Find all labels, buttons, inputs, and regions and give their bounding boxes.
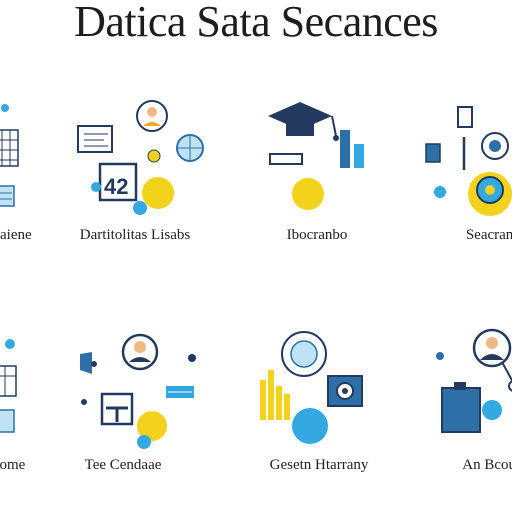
tile-illustration	[268, 102, 364, 210]
caption-t2: Dartitolitas Lisabs	[79, 227, 191, 243]
graduation-cap-icon	[268, 102, 332, 130]
bar	[268, 370, 274, 420]
dashboard-panel	[98, 162, 138, 202]
screen-icon	[0, 185, 15, 207]
bar	[260, 380, 266, 420]
tile-dome: Dome	[0, 230, 102, 473]
caption-t6: Tee Cendaae	[84, 457, 162, 473]
caption-t3: Ibocranbo	[286, 227, 348, 243]
bar	[354, 144, 364, 168]
yellow-dot	[137, 411, 167, 441]
tile-illustration: 42	[77, 100, 204, 215]
blue-dot	[133, 201, 147, 215]
node-dot	[147, 149, 161, 163]
node-dot	[91, 182, 101, 192]
blue-dot	[434, 186, 446, 198]
tile-illustration	[80, 333, 196, 449]
tile-system-history: Gesetn Htarrany	[252, 230, 368, 473]
bar	[284, 394, 290, 420]
bar	[276, 386, 282, 420]
tile-illustration	[0, 339, 17, 433]
node-dot	[188, 354, 196, 362]
tile-data-analysis: Dataiene	[0, 0, 102, 243]
caption-t4: Seacrania	[465, 227, 512, 243]
tile-team-center: Tee Cendaae	[70, 230, 196, 473]
chart-frame	[0, 365, 17, 397]
caption-t1: Dataiene	[0, 227, 32, 243]
node-square	[425, 143, 441, 163]
tile-education: Ibocranbo	[262, 0, 374, 243]
tile-about-source: An Bcoure	[424, 230, 512, 473]
node-dot	[1, 104, 9, 112]
caption-t7: Gesetn Htarrany	[269, 457, 369, 473]
chart-grid	[0, 129, 19, 167]
small-label	[269, 153, 303, 165]
tile-illustration	[425, 106, 512, 216]
yellow-dot	[292, 178, 324, 210]
blue-dot	[137, 435, 151, 449]
bar	[340, 130, 350, 168]
node-dot	[91, 361, 97, 367]
tile-illustration	[0, 104, 19, 207]
node-square	[457, 106, 473, 128]
shield-icon	[80, 352, 92, 374]
window-icon	[77, 125, 113, 153]
blue-dot	[482, 400, 502, 420]
tile-data-science: 42 Dartitolitas Lisabs	[70, 0, 204, 243]
caption-t8: An Bcoure	[462, 457, 512, 473]
yellow-dot	[142, 177, 174, 209]
caption-t5: Dome	[0, 457, 26, 473]
blue-dot	[292, 408, 328, 444]
document-icon	[441, 387, 481, 433]
tile-illustration	[436, 328, 512, 433]
node-dot	[81, 399, 87, 405]
node-dot	[5, 339, 15, 349]
node-dot	[436, 352, 444, 360]
screen-icon	[0, 409, 15, 433]
tile-science: Seacrania	[420, 0, 512, 243]
panel-glyph: 42	[104, 174, 128, 199]
tile-illustration	[260, 331, 363, 444]
page-title: Datica Sata Secances	[74, 0, 438, 46]
